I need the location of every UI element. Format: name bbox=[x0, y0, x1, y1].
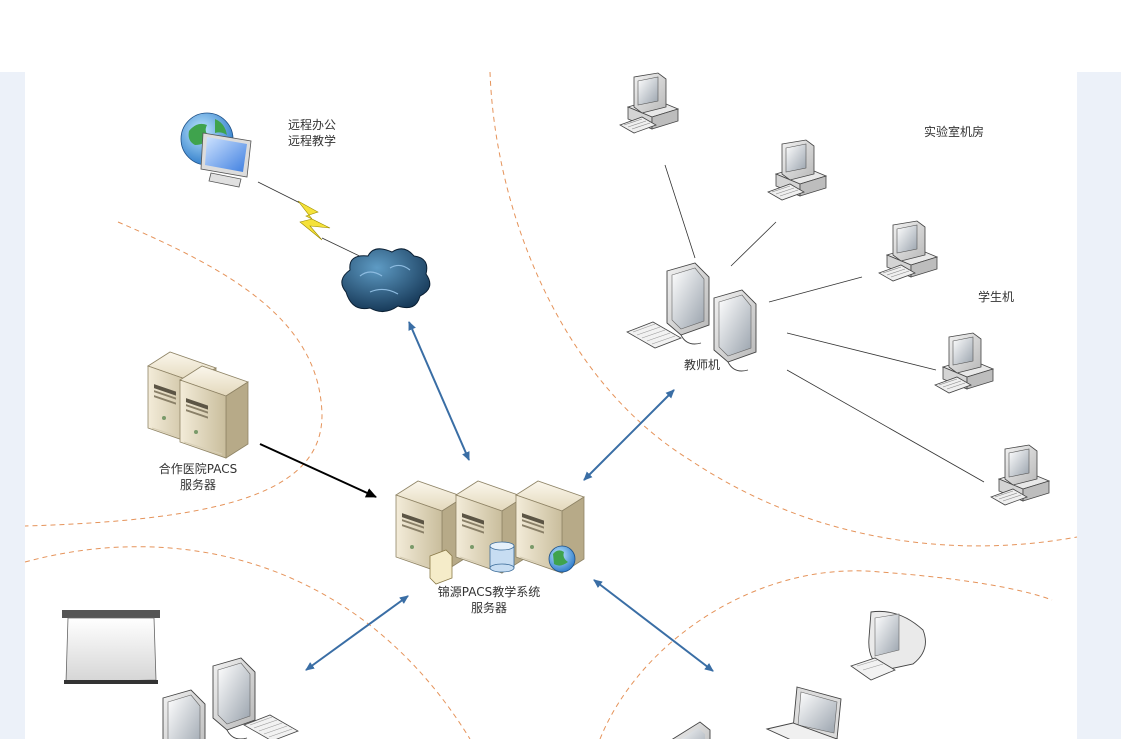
remote-workstation-icon bbox=[180, 112, 252, 188]
student-pc-1 bbox=[619, 72, 679, 134]
student-pc-2 bbox=[767, 139, 827, 201]
left-side-panel bbox=[0, 72, 25, 739]
arrow-partner-central bbox=[259, 443, 377, 498]
student-pc-3 bbox=[878, 220, 938, 282]
zone-lab-boundary bbox=[489, 71, 1078, 547]
right-side-panel bbox=[1077, 72, 1121, 739]
teacher-station-icon bbox=[626, 262, 757, 372]
document-icon bbox=[429, 549, 453, 585]
lab-link-4 bbox=[786, 332, 937, 371]
partial-monitor-icon bbox=[671, 721, 711, 739]
partner-label: 合作医院PACS 服务器 bbox=[150, 461, 246, 493]
arrow-central-classroom bbox=[305, 595, 409, 671]
zone-partner-boundary bbox=[24, 221, 323, 527]
lab-link-1 bbox=[664, 164, 696, 259]
central-label-line1: 锦源PACS教学系统 bbox=[437, 585, 541, 599]
lab-link-2 bbox=[730, 221, 777, 267]
teacher-label-text: 教师机 bbox=[684, 358, 721, 372]
internet-cloud-icon bbox=[341, 248, 431, 312]
projector-screen-icon bbox=[62, 610, 160, 684]
database-icon bbox=[489, 541, 515, 573]
lab-link-5 bbox=[786, 369, 985, 483]
central-label-line2: 服务器 bbox=[470, 601, 507, 615]
central-server-icon bbox=[395, 480, 585, 585]
arrow-central-teacher bbox=[583, 389, 675, 481]
lab-title: 实验室机房 bbox=[924, 124, 984, 140]
laptop-icon bbox=[765, 686, 842, 739]
zone-classroom-boundary bbox=[24, 546, 471, 739]
teacher-label: 教师机 bbox=[684, 357, 720, 373]
zone-mobile-boundary bbox=[599, 570, 1053, 739]
student-pc-5 bbox=[990, 444, 1050, 506]
lab-title-text: 实验室机房 bbox=[924, 125, 985, 139]
zone-boundaries bbox=[24, 71, 1078, 739]
remote-label-line1: 远程办公 bbox=[288, 118, 337, 132]
lab-link-3 bbox=[768, 276, 863, 303]
remote-label-line2: 远程教学 bbox=[288, 134, 337, 148]
classroom-station-icon bbox=[162, 657, 299, 739]
imac-icon bbox=[850, 610, 926, 681]
arrow-central-mobile bbox=[593, 579, 714, 672]
lab-links bbox=[664, 164, 985, 483]
partner-label-line2: 服务器 bbox=[179, 478, 216, 492]
student-pc-4 bbox=[934, 332, 994, 394]
lightning-link bbox=[257, 181, 373, 263]
arrow-cloud-central bbox=[408, 321, 470, 461]
partner-server-icon bbox=[147, 351, 249, 459]
central-label: 锦源PACS教学系统 服务器 bbox=[426, 584, 552, 616]
student-label-text: 学生机 bbox=[978, 290, 1015, 304]
partner-label-line1: 合作医院PACS bbox=[158, 462, 238, 476]
remote-label: 远程办公 远程教学 bbox=[288, 117, 336, 149]
arrows bbox=[259, 321, 714, 672]
student-label: 学生机 bbox=[978, 289, 1014, 305]
globe-icon bbox=[548, 545, 576, 573]
